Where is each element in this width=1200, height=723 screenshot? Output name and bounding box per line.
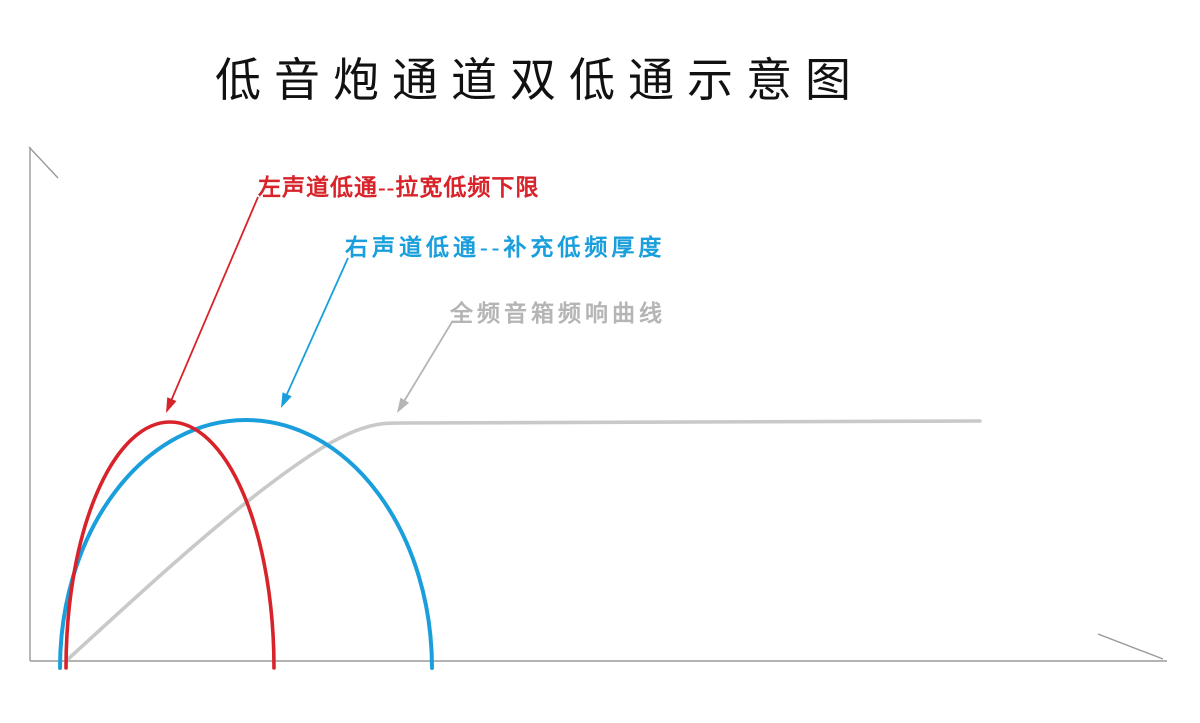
left-channel-arrow: [166, 196, 259, 413]
fullrange-arrow: [397, 321, 453, 413]
right-channel-arrow: [281, 257, 349, 408]
right-channel-label: 右声道低通--补充低频厚度: [345, 235, 666, 260]
right-channel-lowpass-curve: [58, 418, 434, 670]
left-channel-arrow-head: [166, 397, 177, 413]
axes: [28, 146, 1167, 662]
top-left-diagonal-mark: [28, 146, 59, 179]
diagram-title: 低音炮通道双低通示意图: [215, 55, 864, 106]
left-channel-lowpass-curve: [64, 420, 276, 670]
fullrange-arrow-head: [397, 397, 410, 413]
fullrange-response-curve: [64, 419, 982, 663]
left-channel-label: 左声道低通--拉宽低频下限: [258, 175, 540, 200]
fullrange-label: 全频音箱频响曲线: [450, 301, 666, 326]
right-channel-arrow-line: [282, 257, 349, 404]
right-channel-arrow-head: [281, 392, 292, 408]
left-channel-arrow-line: [167, 196, 259, 409]
fullrange-arrow-line: [399, 321, 453, 409]
bottom-right-diagonal-mark: [1097, 633, 1164, 660]
